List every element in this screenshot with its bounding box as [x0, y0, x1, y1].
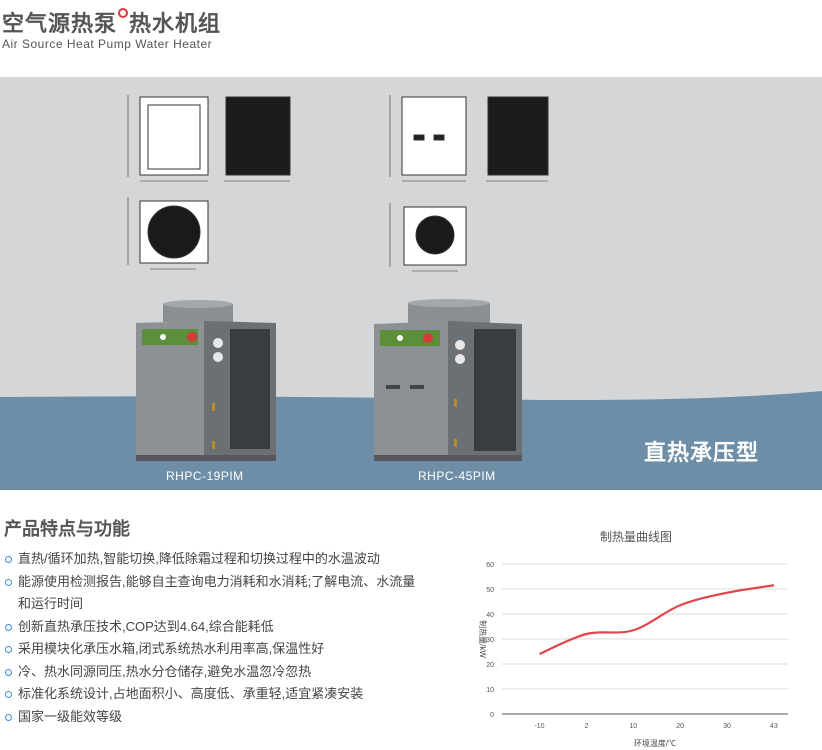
- y-tick-label: 60: [486, 562, 494, 569]
- y-tick-label: 40: [486, 612, 494, 619]
- bullet-icon: [5, 646, 12, 653]
- bullet-icon: [5, 556, 12, 563]
- y-tick-label: 20: [486, 662, 494, 669]
- y-tick-label: 50: [486, 587, 494, 594]
- x-tick-label: 10: [629, 723, 637, 730]
- page-subtitle: Air Source Heat Pump Water Heater: [2, 37, 213, 51]
- dimension-drawing-small: [127, 95, 291, 270]
- dimension-drawing-large: [389, 95, 549, 272]
- degree-mark-icon: [118, 8, 129, 18]
- chart-title: 制热量曲线图: [600, 530, 673, 544]
- y-tick-label: 10: [486, 687, 494, 694]
- hero-type-label: 直热承压型: [644, 441, 760, 466]
- feature-item: 冷、热水同源同压,热水分仓储存,避免水温忽冷忽热: [4, 661, 454, 684]
- hero-banner: [0, 77, 822, 490]
- feature-item: 采用模块化承压水箱,闭式系统热水利用率高,保温性好: [4, 638, 454, 661]
- bullet-icon: [5, 713, 12, 721]
- features-list: 直热/循环加热,智能切换,降低除霜过程和切换过程中的水温波动 能源使用检测报告,…: [4, 548, 454, 728]
- bullet-icon: [5, 691, 12, 698]
- x-tick-label: 20: [676, 723, 684, 730]
- bullet-icon: [5, 623, 12, 631]
- x-tick-label: 30: [723, 723, 731, 730]
- hero-illustration: [0, 77, 822, 490]
- product-unit-1: [136, 300, 276, 461]
- page-title: 空气源热泵热水机组: [2, 6, 221, 38]
- model-label-1: RHPC-19PIM: [166, 469, 244, 483]
- x-tick-label: 43: [770, 723, 778, 730]
- title-part-2: 热水机组: [129, 12, 222, 37]
- model-label-2: RHPC-45PIM: [418, 469, 496, 483]
- feature-item: 国家一级能效等级: [4, 706, 454, 729]
- y-axis-label: 制热量/kW: [478, 620, 488, 658]
- bullet-icon: [5, 578, 12, 586]
- heating-capacity-chart: 制热量曲线图 0 10 20 30 40 50 60 -10 2 10 20 30 43 环境温度/℃ 制热…: [470, 520, 822, 750]
- y-tick-label: 30: [486, 637, 494, 644]
- x-axis-label: 环境温度/℃: [634, 738, 676, 748]
- feature-item: 创新直热承压技术,COP达到4.64,综合能耗低: [4, 616, 454, 639]
- bullet-icon: [5, 668, 12, 676]
- chart-plot: 0 10 20 30 40 50 60 -10 2 10 20 30 43 环境温度/℃ 制热量/kW: [478, 562, 788, 748]
- title-part-1: 空气源热泵: [2, 12, 118, 37]
- series-line: [539, 584, 775, 656]
- x-tick-label: -10: [534, 723, 544, 730]
- product-unit-2: [374, 299, 522, 461]
- y-tick-label: 0: [490, 712, 494, 719]
- features-title: 产品特点与功能: [4, 519, 130, 540]
- feature-item: 标准化系统设计,占地面积小、高度低、承重轻,适宜紧凑安装: [4, 683, 454, 706]
- feature-item: 能源使用检测报告,能够自主查询电力消耗和水消耗;了解电流、水流量和运行时间: [4, 571, 454, 616]
- feature-item: 直热/循环加热,智能切换,降低除霜过程和切换过程中的水温波动: [4, 548, 454, 571]
- x-tick-label: 2: [584, 723, 588, 730]
